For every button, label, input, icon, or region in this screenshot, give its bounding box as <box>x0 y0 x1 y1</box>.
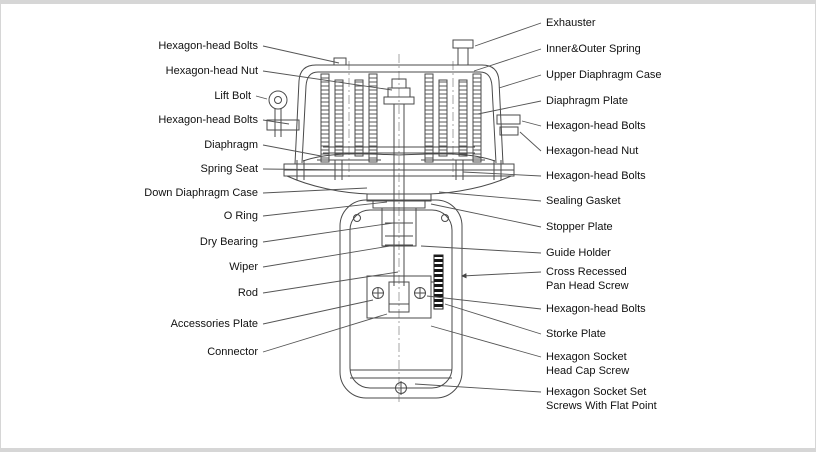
springs-right-part <box>421 73 485 163</box>
centerlines <box>348 54 454 402</box>
part-label: Inner&Outer Spring <box>546 43 641 55</box>
leader-line <box>262 299 374 325</box>
part-label: Hexagon-head Bolts <box>546 170 646 182</box>
leader-line <box>473 48 542 72</box>
part-label: Wiper <box>229 261 258 273</box>
part-label: Hexagon-head Bolts <box>546 120 646 132</box>
leader-line <box>262 244 397 268</box>
part-label: Stopper Plate <box>546 221 613 233</box>
down-diaphragm-case-part <box>286 175 512 195</box>
leader-line <box>438 191 542 202</box>
leader-line <box>262 45 340 64</box>
springs-left-part <box>317 73 381 163</box>
actuator-diagram <box>255 22 542 402</box>
side-bolts-part <box>496 114 521 136</box>
leader-lines <box>255 22 542 393</box>
leader-line <box>477 100 542 115</box>
part-label: Lift Bolt <box>214 90 251 102</box>
leader-line <box>262 119 290 125</box>
part-label: Diaphragm <box>204 139 258 151</box>
leader-line <box>462 171 542 177</box>
leader-line <box>262 187 368 194</box>
part-label: Spring Seat <box>200 163 258 175</box>
part-label: Hexagon-head Bolts <box>158 40 258 52</box>
part-label: Dry Bearing <box>199 236 258 248</box>
leader-line <box>262 201 388 217</box>
exhauster-part <box>452 39 474 66</box>
part-label: Rod <box>237 287 258 299</box>
part-label: Connector <box>207 346 258 358</box>
leader-line <box>426 295 542 310</box>
part-label: Guide Holder <box>546 247 611 259</box>
neck-parts <box>366 193 432 247</box>
leader-line <box>262 70 393 91</box>
bottom-plate-part <box>350 369 452 395</box>
connector-block-part <box>366 275 432 319</box>
leader-line <box>519 131 542 152</box>
stroke-plate-part <box>431 254 444 310</box>
part-label: Hexagon Socket Head Cap Screw <box>546 351 630 377</box>
part-label: Upper Diaphragm Case <box>546 69 662 81</box>
leader-line <box>474 22 542 47</box>
part-label: Hexagon-head Nut <box>546 145 639 157</box>
leader-line <box>461 271 542 279</box>
part-label: Hexagon Socket Set Screws With Flat Poin… <box>546 386 657 412</box>
part-label: Diaphragm Plate <box>546 95 628 107</box>
leader-line <box>430 325 542 358</box>
diaphragm-part <box>302 146 496 162</box>
leader-line <box>262 271 399 294</box>
leader-line <box>255 95 268 100</box>
leader-line <box>262 144 322 157</box>
part-label: Storke Plate <box>546 328 606 340</box>
center-bolt-stack-part <box>383 78 415 286</box>
leader-line <box>430 203 542 228</box>
leader-line <box>444 303 542 335</box>
leader-line <box>414 383 542 393</box>
leader-line <box>262 222 394 243</box>
part-label: Sealing Gasket <box>546 195 621 207</box>
leader-line <box>498 74 542 89</box>
part-label: Hexagon-head Bolts <box>546 303 646 315</box>
part-label: Cross Recessed Pan Head Screw <box>546 266 629 292</box>
part-label: Hexagon-head Nut <box>165 65 258 77</box>
leader-line <box>420 245 542 254</box>
leader-line <box>262 168 350 171</box>
leader-line <box>262 313 388 353</box>
part-label: Accessories Plate <box>170 318 258 330</box>
part-label: O Ring <box>223 210 258 222</box>
leader-line <box>521 120 542 127</box>
part-label: Hexagon-head Bolts <box>158 114 258 126</box>
part-label: Exhauster <box>546 17 596 29</box>
part-label: Down Diaphragm Case <box>144 187 258 199</box>
